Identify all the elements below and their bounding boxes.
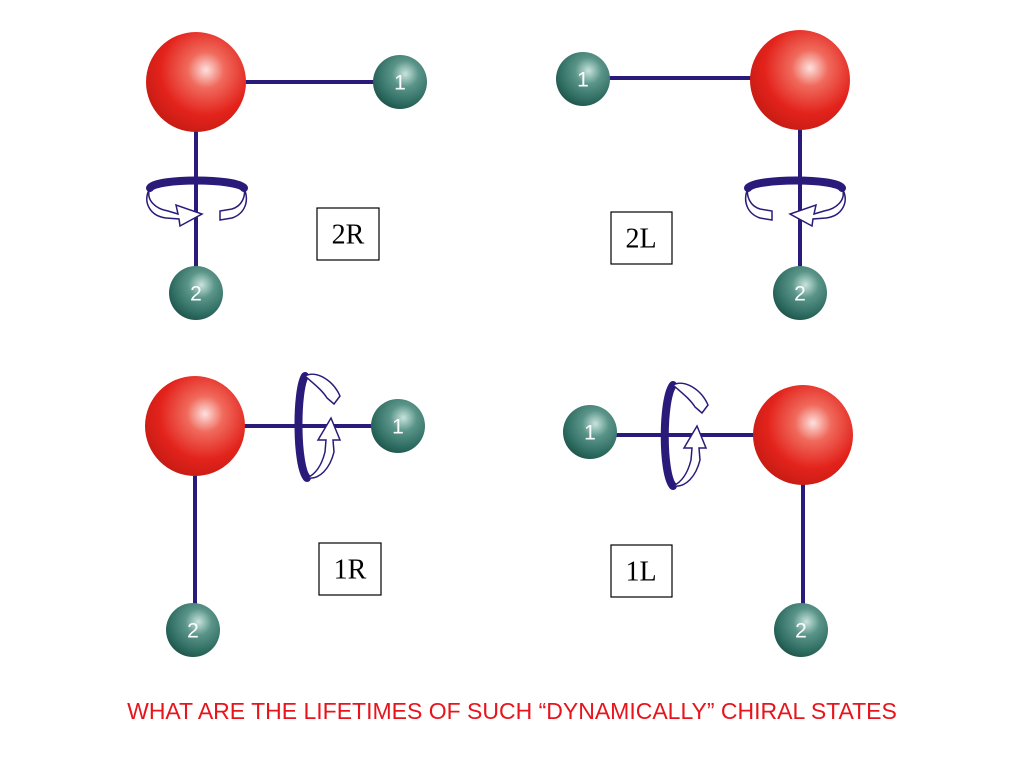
state-label: 1R [334, 555, 367, 586]
panel-2r: 1 2 2R [146, 32, 427, 320]
state-label-box: 2L [610, 211, 673, 265]
substituent-2: 2 [166, 603, 220, 657]
substituent-2-label: 2 [190, 283, 202, 306]
substituent-1-label: 1 [392, 416, 404, 439]
state-label-box: 2R [316, 207, 380, 261]
central-atom [753, 385, 853, 485]
substituent-2: 2 [773, 266, 827, 320]
panel-1r: 1 2 1R [145, 372, 425, 657]
state-label-box: 1R [318, 542, 382, 596]
substituent-1: 1 [371, 399, 425, 453]
state-label: 1L [625, 557, 656, 588]
substituent-1: 1 [373, 55, 427, 109]
rotation-arrow-icon [744, 176, 846, 228]
substituent-1-label: 1 [577, 69, 589, 92]
caption: WHAT ARE THE LIFETIMES OF SUCH “DYNAMICA… [127, 698, 897, 724]
panel-1l: 1 2 1L [563, 381, 853, 657]
substituent-1: 1 [563, 405, 617, 459]
substituent-1: 1 [556, 52, 610, 106]
state-label-box: 1L [610, 544, 673, 598]
substituent-2-label: 2 [187, 620, 199, 643]
central-atom [750, 30, 850, 130]
central-atom [145, 376, 245, 476]
substituent-2-label: 2 [794, 283, 806, 306]
substituent-2: 2 [774, 603, 828, 657]
central-atom [146, 32, 246, 132]
state-label: 2R [332, 220, 365, 251]
substituent-1-label: 1 [394, 72, 406, 95]
panel-2l: 1 2 2L [556, 30, 850, 320]
state-label: 2L [625, 224, 656, 255]
rotation-arrow-icon [660, 381, 709, 490]
rotation-arrow-icon [294, 372, 342, 482]
substituent-2-label: 2 [795, 620, 807, 643]
substituent-2: 2 [169, 266, 223, 320]
rotation-arrow-icon [146, 176, 248, 228]
substituent-1-label: 1 [584, 422, 596, 445]
